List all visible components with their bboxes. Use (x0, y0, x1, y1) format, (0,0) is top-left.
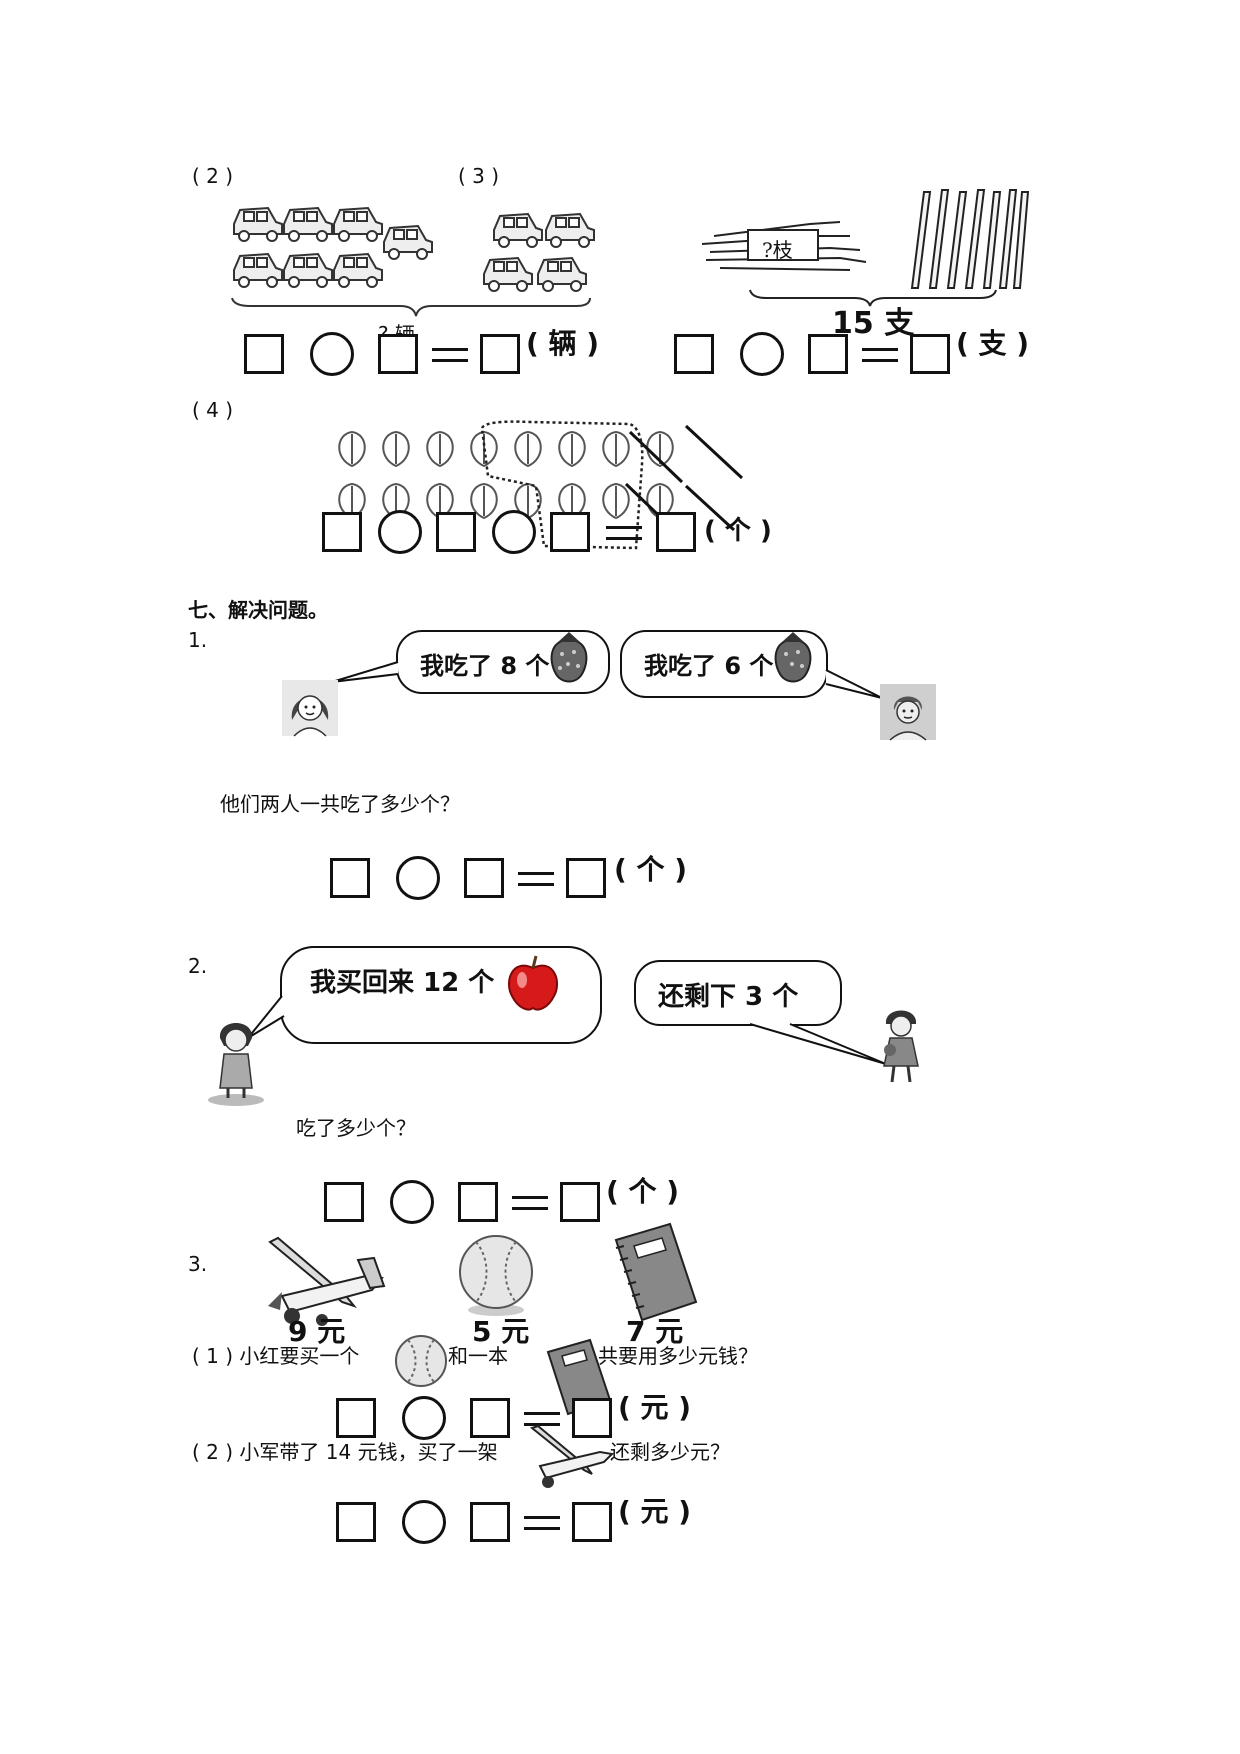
p2-question: 吃了多少个？ (296, 1116, 416, 1140)
p2-answer-box-1[interactable] (324, 1182, 364, 1222)
q4-operator-circle-1[interactable] (378, 510, 422, 554)
airplane-inline-icon (529, 1424, 615, 1488)
p2-answer-box-3[interactable] (560, 1182, 600, 1222)
p3-sub1-answer-box-1[interactable] (336, 1398, 376, 1438)
p2-bubble-right-tail (749, 1023, 887, 1065)
p3-sub1-text-a: ( 1 ) 小红要买一个 (192, 1344, 360, 1368)
p3-sub1-answer-box-2[interactable] (470, 1398, 510, 1438)
p3-sub1-unit: ( 元 ) (618, 1391, 692, 1424)
p1-bubble-boy-tail (825, 669, 883, 699)
p3-sub1-answer-box-3[interactable] (572, 1398, 612, 1438)
q2-equals-sign (432, 348, 468, 362)
girl-avatar (282, 680, 338, 737)
q3-operator-circle[interactable] (740, 332, 784, 376)
p3-sub1-text-b: 和一本 (448, 1344, 508, 1368)
p3-sub2-text-a: ( 2 ) 小军带了 14 元钱，买了一架 (192, 1440, 498, 1464)
p1-answer-box-1[interactable] (330, 858, 370, 898)
p3-sub2-answer-box-2[interactable] (470, 1502, 510, 1542)
q3-unknown-tag: ?枝 (762, 238, 793, 262)
p2-operator-circle[interactable] (390, 1180, 434, 1224)
price-notebook: 7 元 (626, 1315, 684, 1348)
q3-answer-box-1[interactable] (674, 334, 714, 374)
p3-sub2-operator-circle[interactable] (402, 1500, 446, 1544)
p2-number: 2. (188, 954, 208, 978)
p1-bubble-boy-text: 我吃了 6 个 (644, 652, 774, 680)
p1-bubble-girl-tail (331, 661, 399, 683)
p2-answer-box-2[interactable] (458, 1182, 498, 1222)
p2-equals-sign (512, 1196, 548, 1210)
q3-equals-sign (862, 348, 898, 362)
p3-sub1-text-c: 共要用多少元钱？ (598, 1344, 758, 1368)
q2-answer-box-2[interactable] (378, 334, 418, 374)
p1-number: 1. (188, 628, 208, 652)
p1-answer-box-2[interactable] (464, 858, 504, 898)
p1-question: 他们两人一共吃了多少个？ (220, 792, 460, 816)
q2-answer-box-3[interactable] (480, 334, 520, 374)
boy-avatar (880, 684, 936, 741)
p3-sub2-answer-box-3[interactable] (572, 1502, 612, 1542)
q4-equals-sign (606, 526, 642, 540)
price-baseball: 5 元 (472, 1315, 530, 1348)
p2-unit: ( 个 ) (606, 1175, 680, 1208)
q2-answer-box-1[interactable] (244, 334, 284, 374)
q2-operator-circle[interactable] (310, 332, 354, 376)
q4-answer-box-4[interactable] (656, 512, 696, 552)
baseball-inline-icon (395, 1335, 447, 1387)
q4-label: ( 4 ) (192, 398, 234, 422)
girl-figure (208, 1023, 264, 1106)
price-plane: 9 元 (288, 1315, 346, 1348)
p1-bubble-boy: 我吃了 6 个 (620, 630, 828, 698)
q2-label: ( 2 ) (192, 164, 234, 188)
p1-operator-circle[interactable] (396, 856, 440, 900)
p2-bubble-left-text: 我买回来 12 个 (310, 968, 495, 998)
q3-answer-box-2[interactable] (808, 334, 848, 374)
p3-sub1-operator-circle[interactable] (402, 1396, 446, 1440)
strawberry-icon (774, 632, 812, 683)
q3-brace (749, 289, 997, 307)
p1-equals-sign (518, 872, 554, 886)
q3-answer-box-3[interactable] (910, 334, 950, 374)
loose-pencils-illustration (910, 189, 1030, 289)
p3-sub1-equals-sign (524, 1412, 560, 1426)
airplane-icon (268, 1236, 386, 1326)
p3-number: 3. (188, 1252, 208, 1276)
p1-unit: ( 个 ) (614, 853, 688, 886)
notebook-icon (614, 1222, 698, 1322)
cars-illustration (231, 206, 595, 317)
p3-sub2-unit: ( 元 ) (618, 1495, 692, 1528)
section-title: 七、解决问题。 (188, 598, 328, 622)
p1-bubble-girl-text: 我吃了 8 个 (420, 652, 550, 680)
baseball-icon (459, 1235, 533, 1316)
q2-unit: ( 辆 ) (526, 327, 600, 360)
p3-sub2-equals-sign (524, 1516, 560, 1530)
p3-sub2-answer-box-1[interactable] (336, 1502, 376, 1542)
q3-unit: ( 支 ) (956, 327, 1030, 360)
q4-unit: ( 个 ) (704, 516, 772, 546)
p3-sub2-text-b: 还剩多少元？ (610, 1440, 730, 1464)
p2-bubble-right: 还剩下 3 个 (634, 960, 842, 1026)
girl-with-apple-figure (883, 1010, 919, 1083)
q3-label: ( 3 ) (458, 164, 500, 188)
pencil-bundle-illustration (701, 221, 867, 271)
p2-bubble-right-text: 还剩下 3 个 (658, 982, 799, 1012)
apple-icon (508, 955, 558, 1011)
q4-answer-box-3[interactable] (550, 512, 590, 552)
p1-answer-box-3[interactable] (566, 858, 606, 898)
strawberry-icon (550, 632, 588, 683)
q4-operator-circle-2[interactable] (492, 510, 536, 554)
q4-answer-box-2[interactable] (436, 512, 476, 552)
q4-answer-box-1[interactable] (322, 512, 362, 552)
